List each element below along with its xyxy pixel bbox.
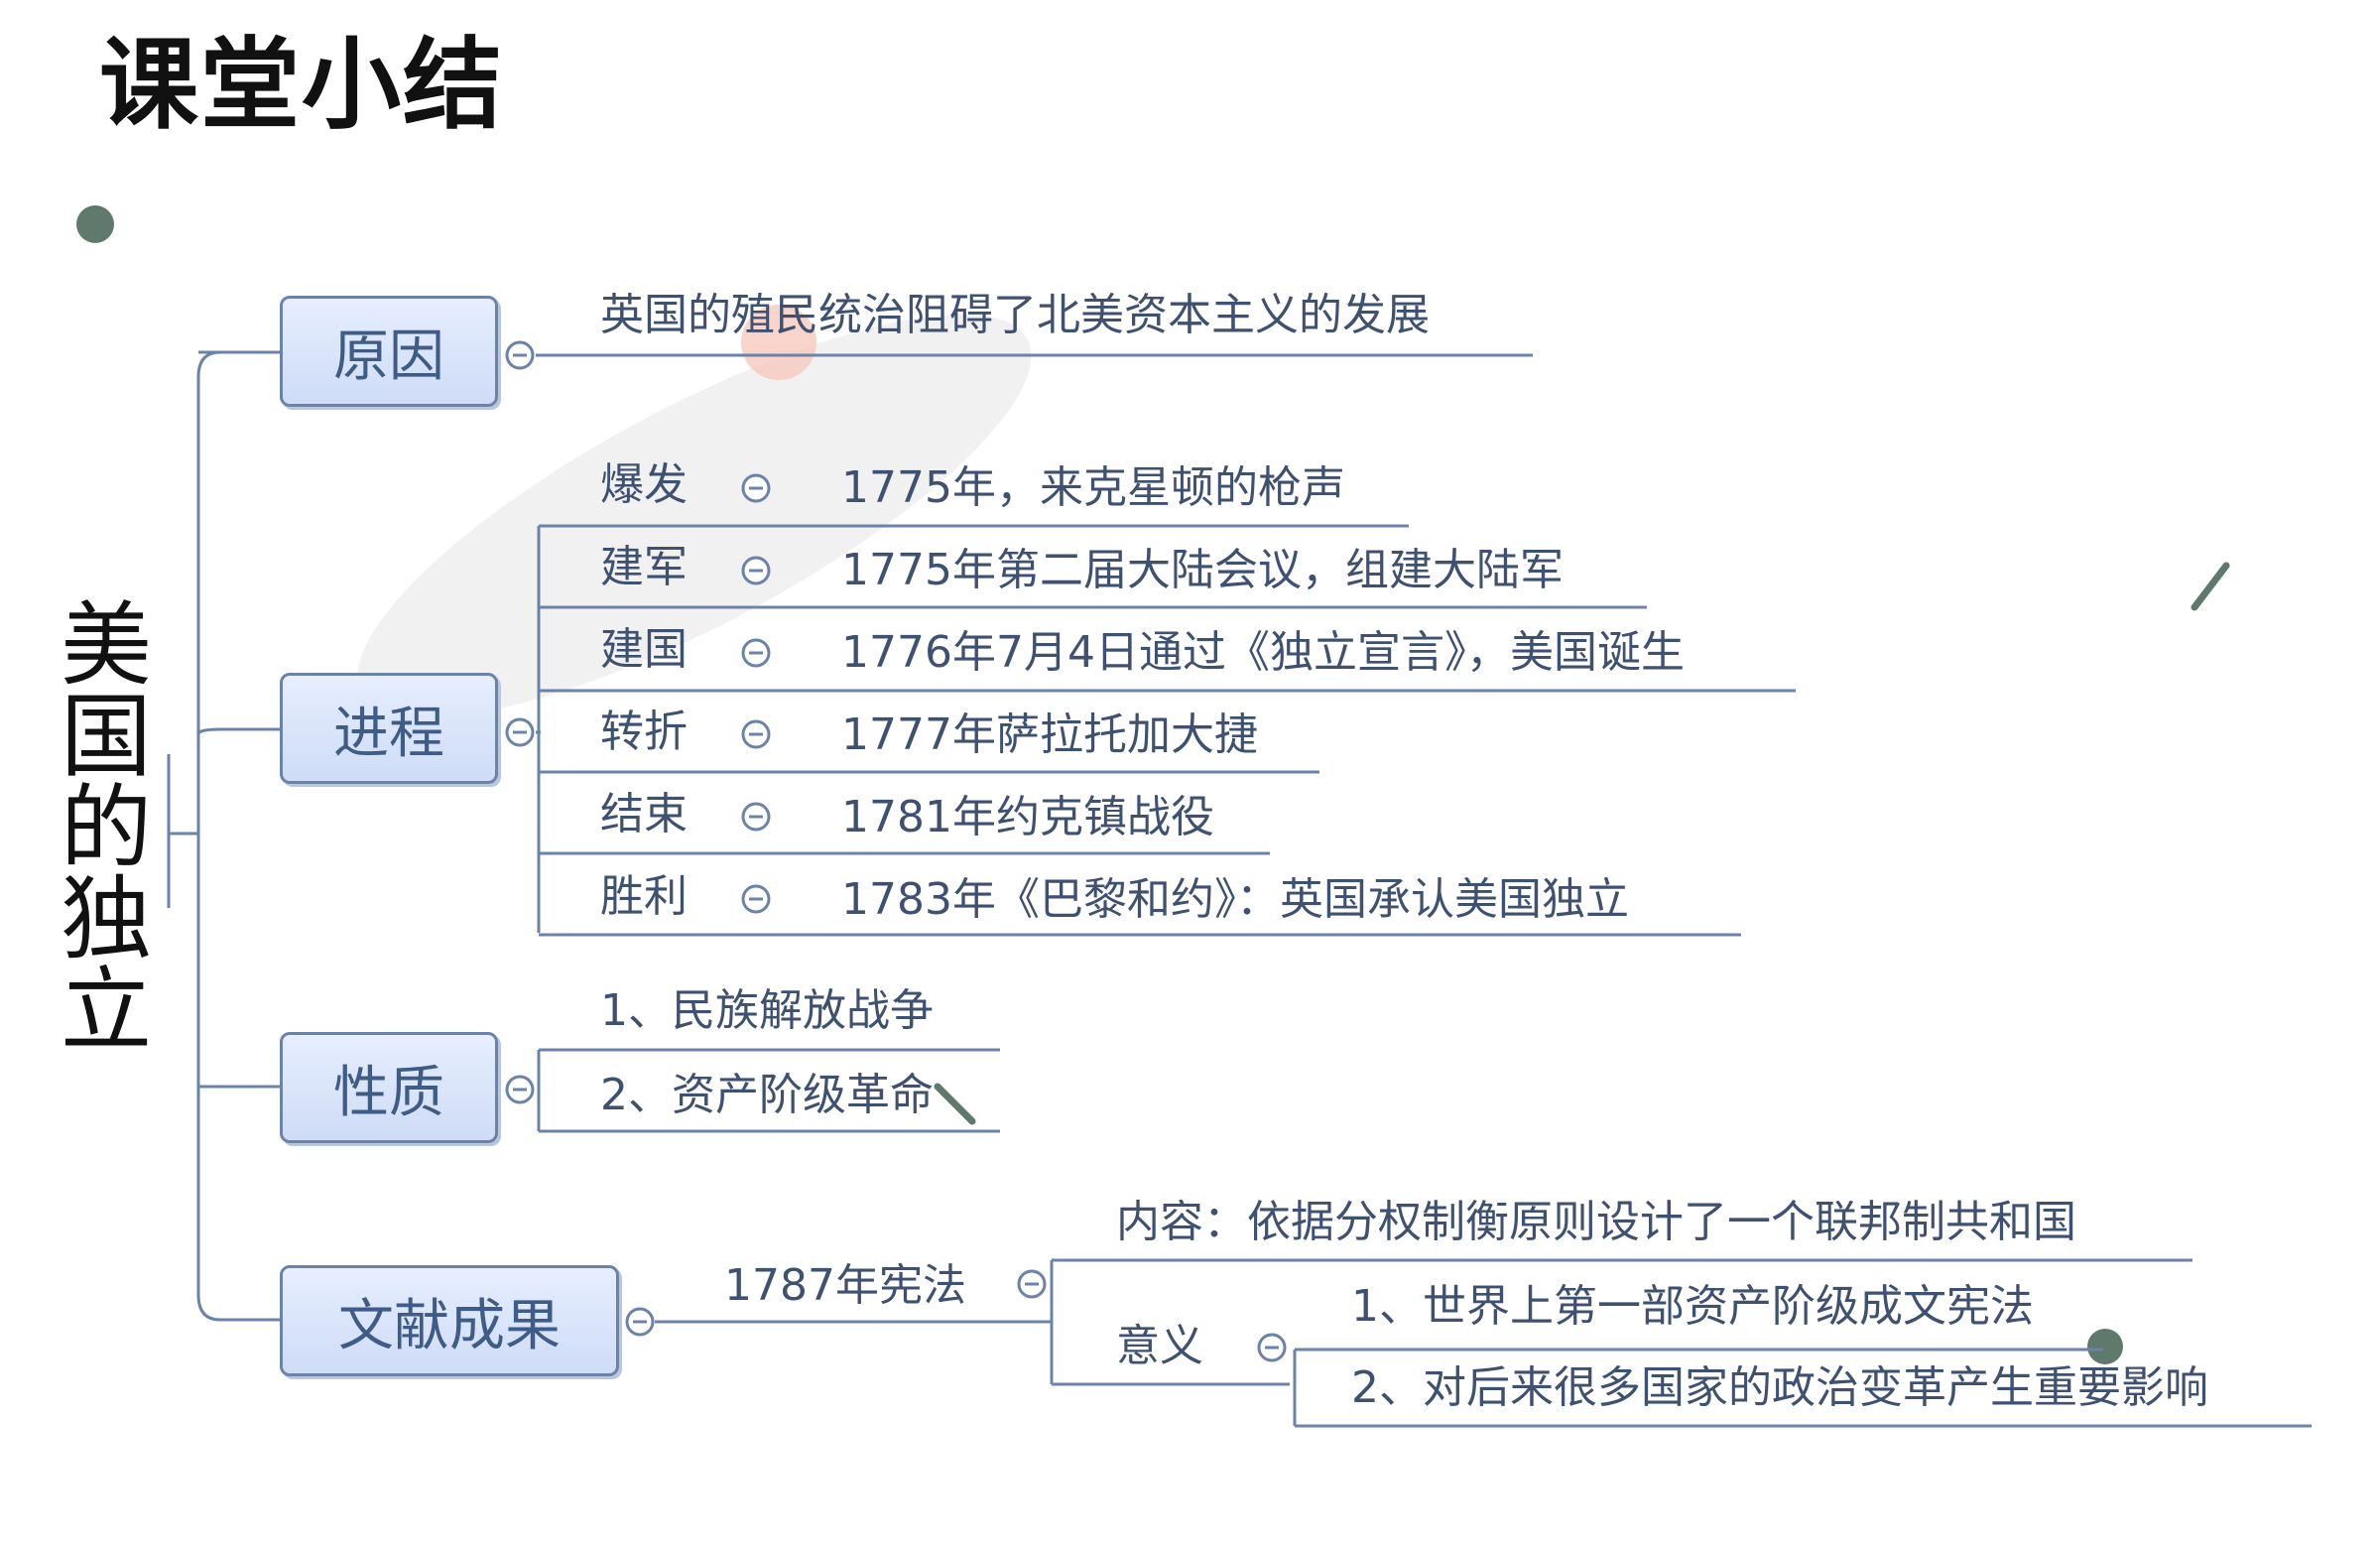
page-title: 课堂小结 — [99, 27, 504, 143]
node-nature[interactable]: 性质 — [280, 1032, 498, 1143]
stage-label[interactable]: 建国 — [600, 624, 688, 675]
significance-item[interactable]: 2、对后来很多国家的政治变革产生重要影响 — [1351, 1362, 2208, 1413]
cause-item[interactable]: 英国的殖民统治阻碍了北美资本主义的发展 — [600, 290, 1430, 340]
constitution-label[interactable]: 1787年宪法 — [724, 1260, 966, 1311]
stage-label[interactable]: 建军 — [600, 542, 688, 592]
significance-label[interactable]: 意义 — [1116, 1321, 1203, 1371]
stage-label[interactable]: 结束 — [600, 789, 688, 839]
stage-detail[interactable]: 1776年7月4日通过《独立宣言》，美国诞生 — [841, 627, 1685, 678]
constitution-content[interactable]: 内容：依据分权制衡原则设计了一个联邦制共和国 — [1116, 1197, 2076, 1247]
stage-label[interactable]: 爆发 — [600, 459, 688, 510]
node-documents[interactable]: 文献成果 — [280, 1265, 619, 1376]
stage-detail[interactable]: 1783年《巴黎和约》：英国承认美国独立 — [841, 874, 1629, 925]
stage-detail[interactable]: 1781年约克镇战役 — [841, 792, 1214, 842]
dash-decoration-2 — [934, 1083, 976, 1125]
bullet-dot — [76, 205, 114, 243]
significance-item[interactable]: 1、世界上第一部资产阶级成文宪法 — [1351, 1281, 2034, 1332]
stage-label[interactable]: 胜利 — [600, 871, 688, 922]
pink-dot-decoration — [741, 305, 816, 380]
stage-detail[interactable]: 1775年，来克星顿的枪声 — [841, 462, 1345, 513]
stage-detail[interactable]: 1775年第二届大陆会议，组建大陆军 — [841, 545, 1564, 595]
nature-item[interactable]: 2、资产阶级革命 — [600, 1070, 934, 1120]
root-topic[interactable]: 美国的独立 — [60, 592, 152, 1064]
nature-item[interactable]: 1、民族解放战争 — [600, 985, 934, 1036]
dash-decoration — [2191, 562, 2230, 611]
stage-label[interactable]: 转折 — [600, 707, 688, 757]
green-dot-decoration — [2087, 1329, 2123, 1364]
node-cause[interactable]: 原因 — [280, 296, 498, 407]
node-process[interactable]: 进程 — [280, 673, 498, 784]
stage-detail[interactable]: 1777年萨拉托加大捷 — [841, 709, 1258, 760]
background-swoosh — [357, 314, 1032, 718]
